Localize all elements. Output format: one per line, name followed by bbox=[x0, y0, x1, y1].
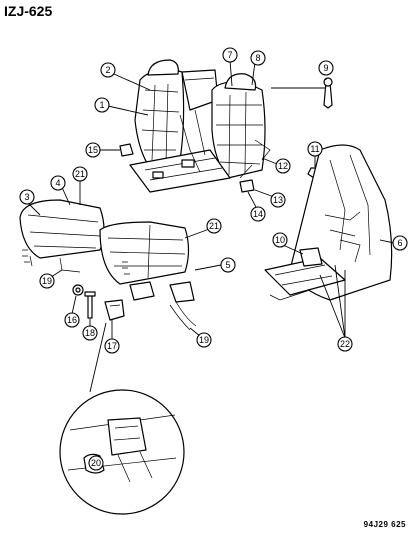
callout-19a: 19 bbox=[39, 273, 55, 289]
svg-text:20: 20 bbox=[91, 458, 101, 468]
svg-text:10: 10 bbox=[275, 235, 285, 245]
diagram-title: IZJ-625 bbox=[4, 3, 53, 19]
callout-19b: 19 bbox=[196, 332, 212, 348]
svg-text:11: 11 bbox=[310, 144, 319, 154]
svg-text:13: 13 bbox=[273, 195, 283, 205]
callout-4: 4 bbox=[50, 175, 66, 191]
svg-text:7: 7 bbox=[227, 50, 232, 60]
callout-2: 2 bbox=[100, 62, 116, 78]
callout-3: 3 bbox=[19, 189, 35, 205]
svg-text:12: 12 bbox=[278, 161, 288, 171]
lower-bench-seat bbox=[19, 199, 195, 303]
svg-text:19: 19 bbox=[199, 335, 209, 345]
callout-15: 15 bbox=[85, 142, 101, 158]
svg-text:21: 21 bbox=[75, 169, 85, 179]
callout-21b: 21 bbox=[206, 218, 222, 234]
callout-22: 22 bbox=[337, 336, 353, 352]
svg-text:5: 5 bbox=[225, 260, 230, 270]
callout-17: 17 bbox=[104, 338, 120, 354]
svg-text:14: 14 bbox=[253, 209, 263, 219]
svg-text:15: 15 bbox=[88, 145, 98, 155]
svg-text:16: 16 bbox=[67, 315, 77, 325]
svg-text:22: 22 bbox=[340, 339, 350, 349]
callout-1: 1 bbox=[94, 97, 110, 113]
callout-18: 18 bbox=[82, 325, 98, 341]
svg-text:6: 6 bbox=[397, 238, 402, 248]
callout-13: 13 bbox=[270, 192, 286, 208]
quarter-panel-belt-assembly bbox=[264, 144, 393, 301]
callout-10: 10 bbox=[272, 232, 288, 248]
svg-text:19: 19 bbox=[42, 276, 52, 286]
svg-text:1: 1 bbox=[99, 100, 104, 110]
rear-seat-back-assembly bbox=[129, 59, 271, 193]
callout-16: 16 bbox=[64, 312, 80, 328]
svg-text:4: 4 bbox=[55, 178, 60, 188]
svg-text:2: 2 bbox=[105, 65, 110, 75]
callout-20: 20 bbox=[88, 455, 104, 471]
svg-text:9: 9 bbox=[323, 63, 328, 73]
figure-code: 94J29 625 bbox=[363, 520, 406, 529]
callout-21a: 21 bbox=[72, 166, 88, 182]
callout-8: 8 bbox=[250, 50, 266, 66]
svg-text:18: 18 bbox=[85, 328, 95, 338]
callout-5: 5 bbox=[220, 257, 236, 273]
callout-14: 14 bbox=[250, 206, 266, 222]
callout-7: 7 bbox=[222, 47, 238, 63]
svg-text:17: 17 bbox=[107, 341, 117, 351]
svg-text:21: 21 bbox=[209, 221, 219, 231]
detail-view bbox=[59, 389, 185, 515]
callout-12: 12 bbox=[275, 158, 291, 174]
svg-text:8: 8 bbox=[255, 53, 260, 63]
svg-text:3: 3 bbox=[24, 192, 29, 202]
callout-9: 9 bbox=[318, 60, 334, 76]
callout-11: 11 bbox=[307, 141, 323, 157]
callout-6: 6 bbox=[392, 235, 408, 251]
